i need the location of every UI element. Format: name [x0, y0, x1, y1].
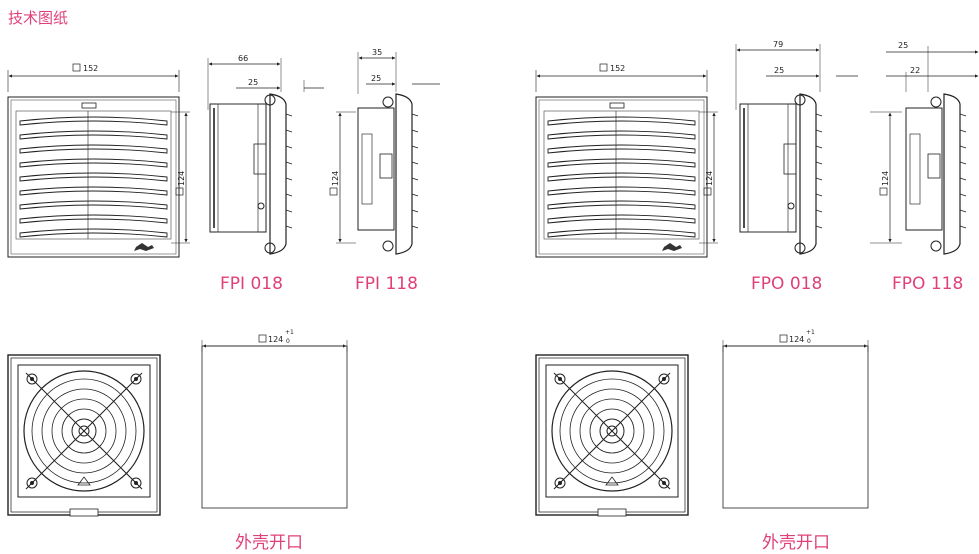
- dim-fpo018-depth: 79: [773, 40, 783, 49]
- dim-fpi118-inner: 25: [371, 74, 381, 83]
- fpo-cutout-drawing: 124 +1 0: [722, 329, 869, 509]
- dim-fpo-width: 152: [610, 64, 625, 73]
- dim-cutout: 124: [268, 335, 283, 344]
- caption-fpi118: FPI 118: [355, 274, 418, 294]
- dim-fpo118-depth: 25: [898, 41, 908, 50]
- fpi018-side-view: 66 25: [207, 54, 324, 255]
- caption-fpo118: FPO 118: [892, 274, 964, 294]
- dim-fpi118-height: 124: [331, 171, 340, 186]
- dim-fpo-cutout: 124: [789, 335, 804, 344]
- fpi118-side-view: 124 35 25: [329, 48, 440, 255]
- dim-fpi018-depth: 66: [238, 54, 248, 63]
- dim-fpo-cutout-tol-lower: 0: [807, 338, 811, 345]
- dim-fpo118-inner: 22: [910, 66, 920, 75]
- fpo018-side-view: 79 25: [735, 40, 858, 255]
- caption-fpo-cutout: 外壳开口: [762, 533, 830, 553]
- dim-width: 152: [83, 64, 98, 73]
- caption-fpo018: FPO 018: [751, 274, 823, 294]
- fpo-front-view: 152 124: [535, 63, 718, 258]
- dim-fpo-height: 124: [705, 171, 714, 186]
- dim-fpo118-height: 124: [881, 171, 890, 186]
- dim-fpo018-inner: 25: [774, 66, 784, 75]
- fpi-cutout-drawing: 124 +1 0: [201, 329, 348, 509]
- dim-fpo-cutout-tol-upper: +1: [806, 329, 815, 336]
- dim-cutout-tol-upper: +1: [285, 329, 294, 336]
- fpi-fan-view: [7, 354, 161, 517]
- caption-fpi-cutout: 外壳开口: [235, 533, 303, 553]
- dim-fpi018-inner: 25: [248, 78, 258, 87]
- fpo-fan-view: [535, 354, 689, 517]
- dim-height: 124: [177, 171, 186, 186]
- page-title: 技术图纸: [8, 9, 69, 27]
- dim-fpi118-depth: 35: [372, 48, 382, 57]
- fpo118-side-view: 124 25 22: [870, 41, 979, 255]
- fpi-front-view: 152 124: [7, 63, 190, 258]
- dim-cutout-tol-lower: 0: [286, 338, 290, 345]
- caption-fpi018: FPI 018: [220, 274, 283, 294]
